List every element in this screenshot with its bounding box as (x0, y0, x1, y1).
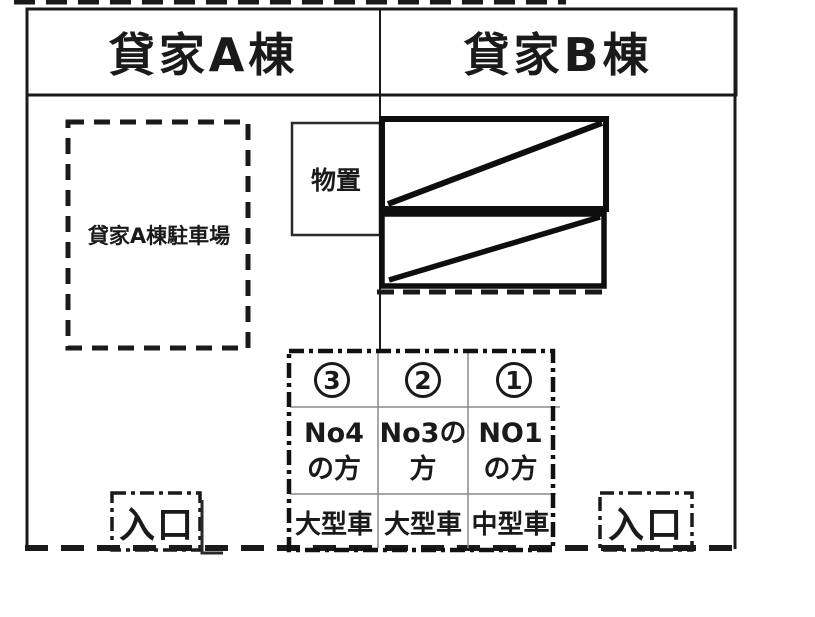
parking-a-dashed-rect (65, 119, 251, 351)
crossed-area-2-diagonal (388, 214, 601, 283)
stall-user-no4: No4 の方 (304, 418, 364, 485)
stall-vehicle-size-2: 大型車 (383, 509, 462, 540)
stall-number-3: 3 (323, 365, 341, 395)
stall-user-no3: No3の 方 (379, 418, 467, 485)
entrance-left-dashdot-box (110, 491, 202, 552)
stall-vehicle-size-1: 中型車 (471, 509, 550, 540)
entrance-left-label: 入口 (118, 504, 195, 546)
crossed-area-1-diagonal (386, 120, 604, 207)
entrance-right-label: 入口 (607, 504, 684, 546)
stall-vehicle-size-3: 大型車 (294, 509, 373, 540)
stall-number-1: 1 (505, 365, 523, 395)
parking-grid-dashdot-border (286, 348, 556, 553)
entrance-left-gate-mark (200, 500, 223, 555)
stall-number-circle-3: 3 (314, 362, 350, 398)
stall-number-2: 2 (414, 365, 432, 395)
storage-label: 物置 (310, 166, 361, 195)
stall-number-circle-2: 2 (405, 362, 441, 398)
building-b-title: 貸家B棟 (463, 28, 653, 82)
parking-a-label: 貸家A棟駐車場 (87, 224, 231, 248)
entrance-right-dashdot-box (598, 491, 694, 552)
building-title-row-box (25, 7, 738, 97)
stall-user-no1: NO1 の方 (478, 418, 543, 485)
stall-number-circle-1: 1 (496, 362, 532, 398)
building-a-title: 貸家A棟 (108, 28, 299, 82)
